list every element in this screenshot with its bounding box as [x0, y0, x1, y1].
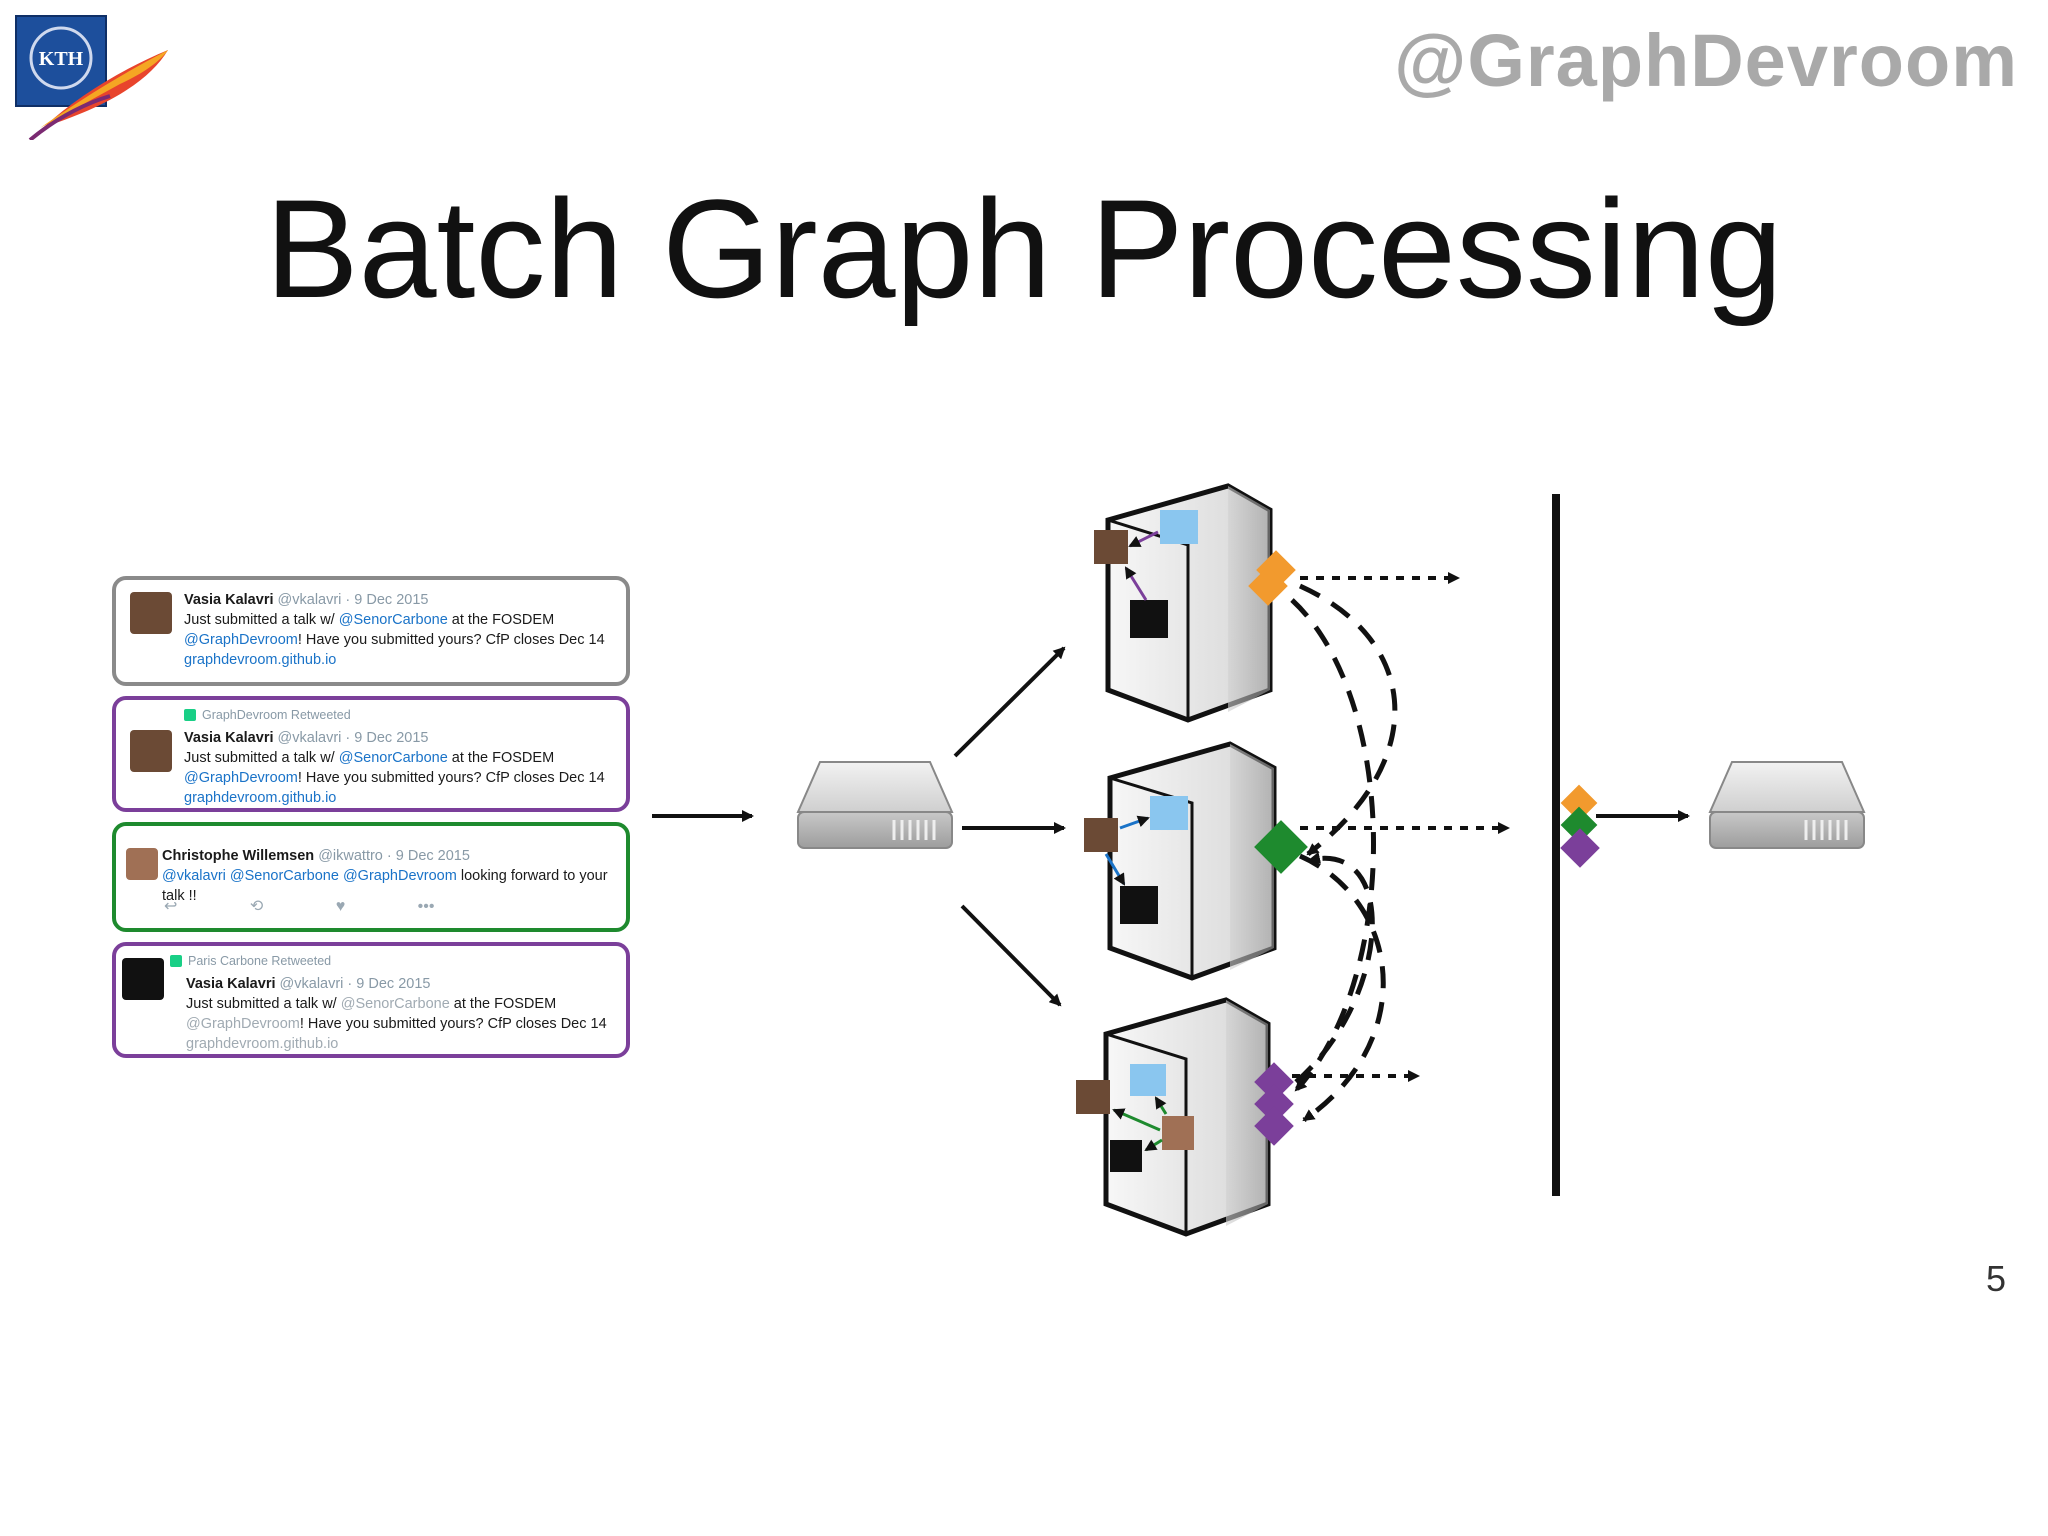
slide-title: Batch Graph Processing [265, 170, 1783, 327]
tweet-meta: @vkalavri · 9 Dec 2015 [277, 730, 429, 746]
url-link[interactable]: graphdevroom.github.io [184, 790, 337, 806]
mention-link[interactable]: @GraphDevroom [186, 1016, 300, 1032]
subgraph-bottom [1076, 1064, 1194, 1172]
tweet-author: Vasia Kalavri [184, 730, 274, 746]
url-link[interactable]: graphdevroom.github.io [184, 652, 337, 668]
subgraph-middle [1084, 796, 1188, 924]
retweet-icon [170, 955, 182, 967]
tweet-text: at the FOSDEM [449, 996, 557, 1012]
tweet-meta: @vkalavri · 9 Dec 2015 [279, 976, 431, 992]
avatar [130, 730, 172, 772]
like-icon[interactable]: ♥ [335, 898, 346, 915]
url-link[interactable]: graphdevroom.github.io [186, 1036, 339, 1052]
retweeted-by: Paris Carbone Retweeted [188, 954, 332, 968]
page-number: 5 [1985, 1258, 2006, 1299]
tweet-card: Christophe Willemsen @ikwattro · 9 Dec 2… [112, 822, 630, 932]
tweet-text: Just submitted a talk w/ [184, 750, 339, 766]
tweet-text: ! Have you submitted yours? CfP closes D… [297, 770, 605, 786]
source-disk-icon [796, 761, 954, 849]
tweet-meta: @vkalavri · 9 Dec 2015 [277, 592, 429, 608]
kth-apache-logo: KTH [15, 15, 168, 140]
tweet-card: GraphDevroom Retweeted Vasia Kalavri @vk… [112, 696, 630, 812]
merged-results [1560, 784, 1600, 868]
reply-icon[interactable]: ↩ [164, 898, 178, 915]
svg-text:KTH: KTH [39, 48, 84, 70]
tweet-card: Vasia Kalavri @vkalavri · 9 Dec 2015 Jus… [112, 576, 630, 686]
tweet-text: ! Have you submitted yours? CfP closes D… [299, 1016, 607, 1032]
tweet-author: Christophe Willemsen [162, 848, 315, 864]
tweet-meta: @ikwattro · 9 Dec 2015 [318, 848, 470, 864]
mention-link[interactable]: @vkalavri @SenorCarbone @GraphDevroom [162, 868, 457, 884]
subgraph-top [1094, 510, 1198, 638]
partition-arrow-top [953, 646, 1066, 758]
result-diamonds-top [1248, 550, 1296, 606]
mention-link[interactable]: @SenorCarbone [340, 996, 450, 1012]
retweet-icon [184, 709, 196, 721]
mention-link[interactable]: @SenorCarbone [338, 612, 448, 628]
mention-link[interactable]: @SenorCarbone [338, 750, 448, 766]
server-icon-top [1105, 483, 1273, 723]
more-icon[interactable]: ••• [417, 898, 435, 915]
server-icon-middle [1107, 741, 1277, 981]
tweet-text: at the FOSDEM [447, 750, 555, 766]
result-diamonds-bottom [1254, 1062, 1294, 1146]
tweet-text: looking forward to your talk !! [162, 868, 608, 904]
tweet-card: Paris Carbone Retweeted Vasia Kalavri @v… [112, 942, 630, 1058]
tweet-text: at the FOSDEM [447, 612, 555, 628]
partition-arrow-bottom [960, 904, 1062, 1007]
avatar [130, 592, 172, 634]
avatar [126, 848, 158, 880]
retweeted-by: GraphDevroom Retweeted [202, 708, 351, 722]
tweet-text: Just submitted a talk w/ [184, 612, 339, 628]
sink-disk-icon [1708, 761, 1866, 849]
mention-link[interactable]: @GraphDevroom [184, 770, 298, 786]
retweet-icon[interactable]: ⟲ [249, 898, 264, 915]
mention-link[interactable]: @GraphDevroom [184, 632, 298, 648]
tweet-text: ! Have you submitted yours? CfP closes D… [297, 632, 605, 648]
twitter-handle: @GraphDevroom [1394, 19, 2018, 102]
message-exchange-arrows [1290, 583, 1398, 1123]
tweet-author: Vasia Kalavri [184, 592, 274, 608]
tweet-text: Just submitted a talk w/ [186, 996, 341, 1012]
tweet-author: Vasia Kalavri [186, 976, 276, 992]
avatar [122, 958, 164, 1000]
